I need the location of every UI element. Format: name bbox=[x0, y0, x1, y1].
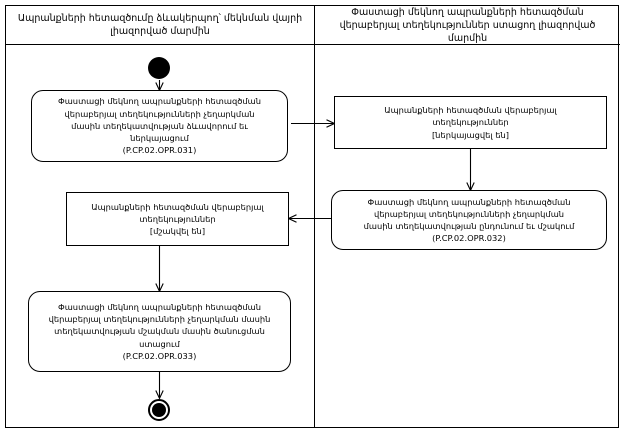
swimlane-left-header: Ապրանքների հետազծումը ձևակերպող՝ մեկնման… bbox=[6, 6, 314, 45]
swimlane-right-header-text: Փաստացի մեկնող ապրանքների հետազծման վերա… bbox=[339, 6, 596, 44]
swimlane-left: Ապրանքների հետազծումը ձևակերպող՝ մեկնման… bbox=[6, 6, 314, 427]
swimlane-left-header-text: Ապրանքների հետազծումը ձևակերպող՝ մեկնման… bbox=[17, 13, 303, 37]
initial-node bbox=[148, 57, 170, 79]
swimlane-right: Փաստացի մեկնող ապրանքների հետազծման վերա… bbox=[314, 6, 620, 427]
swimlane-right-header: Փաստացի մեկնող ապրանքների հետազծման վերա… bbox=[315, 6, 620, 45]
final-node bbox=[148, 399, 170, 421]
